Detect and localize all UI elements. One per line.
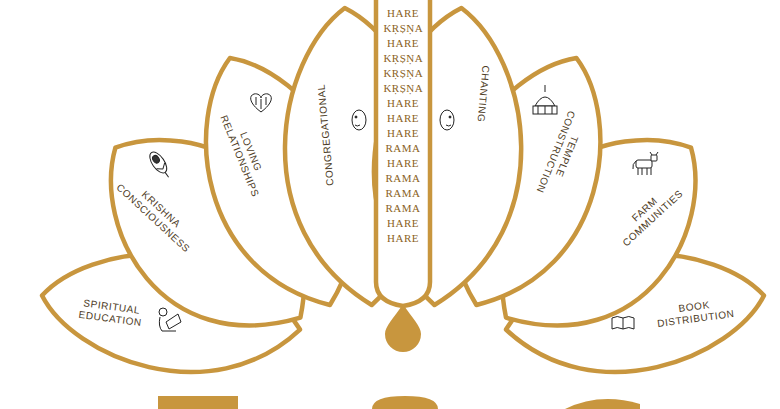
- lotus-bud: [385, 304, 421, 352]
- logo-fragment: [372, 396, 438, 409]
- book-icon: [612, 317, 634, 330]
- cow-icon: [633, 152, 658, 175]
- logo-fragment: [565, 399, 640, 409]
- face-icon: [352, 110, 366, 130]
- heart-icon: [251, 94, 272, 112]
- reader-icon: [159, 308, 181, 331]
- feather-icon: [146, 149, 173, 180]
- face-icon: [440, 110, 454, 130]
- temple-icon: [533, 85, 557, 114]
- column-outline: [376, 0, 430, 306]
- mantra-text: HARE KṚṢṆA HARE KṚṢṆA KṚṢṆA KṚṢṆA HARE H…: [383, 6, 422, 246]
- logo-fragment: [158, 396, 238, 409]
- mantra-column: HARE KṚṢṆA HARE KṚṢṆA KṚṢṆA KṚṢṆA HARE H…: [372, 0, 434, 310]
